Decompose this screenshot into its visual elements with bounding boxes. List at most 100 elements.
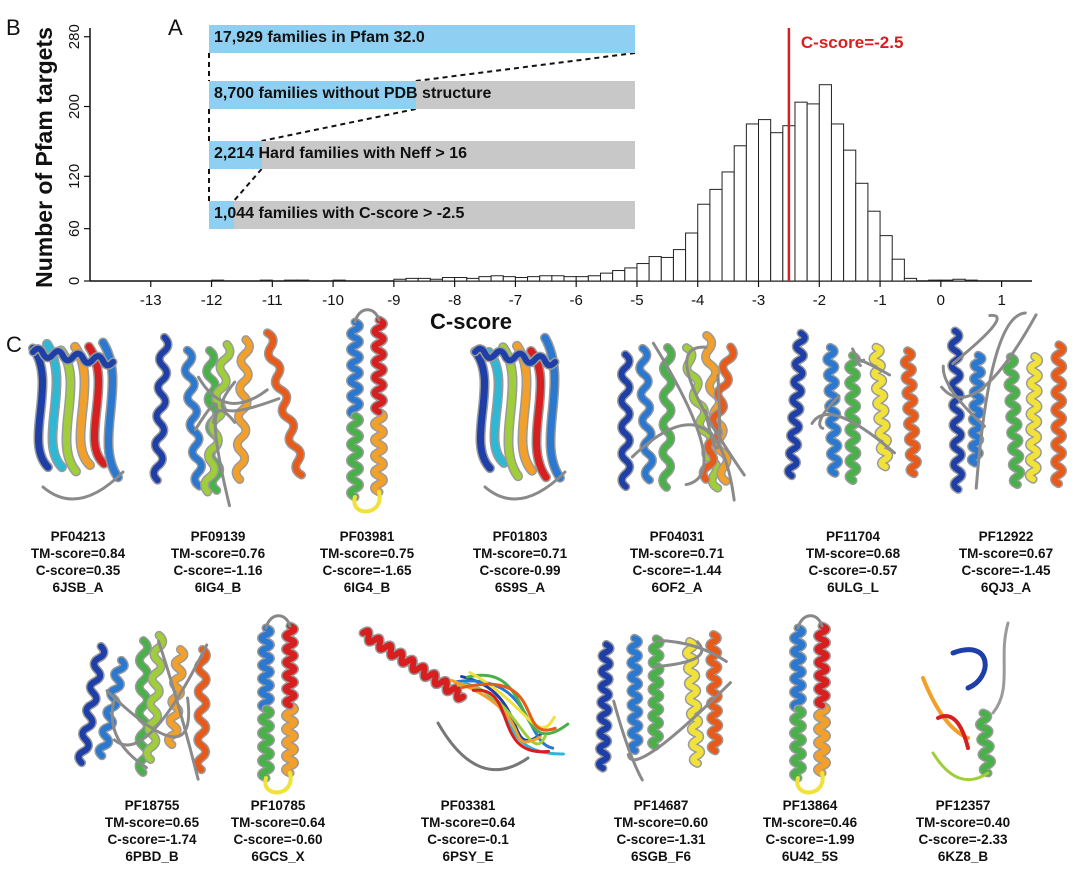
histogram-bar <box>867 210 881 282</box>
histogram-bar <box>830 123 845 282</box>
ribbon-segment <box>795 771 825 795</box>
ribbon-segment <box>347 413 363 500</box>
tm-score: TM-score=0.68 <box>805 546 901 561</box>
histogram-bar <box>478 276 492 282</box>
pdb-id: 6KZ8_B <box>937 849 989 864</box>
ribbon-segment <box>194 646 210 773</box>
ribbon-segment <box>30 345 116 369</box>
pfam-id: PF03381 <box>440 798 496 813</box>
pdb-id: 6SGB_F6 <box>630 849 692 864</box>
ribbon-segment <box>823 344 842 477</box>
histogram-bar <box>259 279 273 282</box>
histogram-bar <box>454 277 468 282</box>
histogram-bar <box>417 277 431 282</box>
pdb-id: 6U42_5S <box>781 849 839 864</box>
ribbon-segment <box>991 621 1010 715</box>
ribbon-segment <box>901 347 921 477</box>
protein-structure <box>257 614 299 795</box>
ribbon-segment <box>685 345 746 477</box>
y-tick-label: 120 <box>66 164 83 189</box>
pdb-id: 6QJ3_A <box>980 580 1032 595</box>
x-tick-label: -4 <box>691 292 704 309</box>
ribbon-segment <box>264 614 292 630</box>
threshold-label: C-score=-2.5 <box>801 33 904 52</box>
histogram-bar <box>672 249 687 282</box>
tm-score: TM-score=0.65 <box>104 815 200 830</box>
funnel-diagonal-connector <box>415 52 636 82</box>
protein-structure <box>921 621 1010 782</box>
histogram-bar <box>502 276 516 282</box>
histogram-bar <box>891 258 905 282</box>
ribbon-segment <box>41 470 125 501</box>
ribbon-segment <box>869 344 892 470</box>
protein-structure <box>346 308 388 514</box>
ribbon-segment <box>201 341 233 495</box>
tm-score: TM-score=0.46 <box>762 815 858 830</box>
c-score: C-score=-1.31 <box>616 832 706 847</box>
histogram-bar <box>903 277 918 282</box>
ribbon-segment <box>702 332 731 485</box>
histogram-bar <box>575 276 589 282</box>
ribbon-segment <box>436 721 530 772</box>
ribbon-segment <box>627 635 643 754</box>
ribbon-segment <box>449 678 542 744</box>
funnel-bar-fill <box>209 201 234 229</box>
protein-structure <box>74 630 211 781</box>
ribbon-segment <box>99 339 122 481</box>
pdb-id: 6IG4_B <box>343 580 391 595</box>
histogram-bar <box>405 277 419 282</box>
pdb-id: 6IG4_B <box>194 580 242 595</box>
pfam-id: PF12357 <box>935 798 991 813</box>
ribbon-segment <box>264 329 305 478</box>
histogram-bar <box>612 270 626 282</box>
y-tick-label: 280 <box>66 24 83 49</box>
histogram-bar <box>855 182 869 282</box>
ribbon-segment <box>626 681 732 762</box>
ribbon-segment <box>371 409 387 495</box>
histogram-bar <box>964 279 978 282</box>
ribbon-segment <box>150 334 172 484</box>
y-axis-label: Number of Pfam targets <box>31 27 57 288</box>
ribbon-segment <box>818 394 841 430</box>
ribbon-segment <box>541 334 564 482</box>
histogram-bar <box>587 275 602 282</box>
histogram-bar <box>745 123 760 282</box>
ribbon-segment <box>282 702 298 776</box>
ribbon-segment <box>1004 353 1024 488</box>
protein-structure <box>789 614 831 795</box>
x-tick-label: 1 <box>997 292 1005 309</box>
pfam-id: PF01803 <box>492 529 548 544</box>
ribbon-segment <box>936 714 970 750</box>
ribbon-segment <box>371 317 387 415</box>
x-tick-label: -12 <box>201 292 223 309</box>
x-tick-label: -11 <box>262 292 283 309</box>
histogram-bar <box>393 278 407 282</box>
tm-score: TM-score=0.67 <box>958 546 1054 561</box>
histogram-bar <box>794 101 808 282</box>
c-score: C-score=-0.57 <box>808 563 898 578</box>
pfam-id: PF13864 <box>782 798 838 813</box>
ribbon-segment <box>941 364 987 428</box>
c-score: C-score=-1.74 <box>107 832 197 847</box>
x-tick-label: -5 <box>630 292 643 309</box>
ribbon-segment <box>347 319 363 419</box>
ribbon-segment <box>845 352 860 484</box>
ribbon-segment <box>940 313 1038 399</box>
histogram-bar <box>697 203 711 282</box>
ribbon-segment <box>851 347 866 363</box>
ribbon-segment <box>29 344 52 471</box>
funnel-bar: 17,929 families in Pfam 32.0 <box>209 25 635 53</box>
funnel-bar: 8,700 families without PDB structure <box>209 81 635 109</box>
histogram-bar <box>770 132 784 282</box>
ribbon-segment <box>471 688 551 754</box>
histogram-bar <box>843 149 857 282</box>
ribbon-segment <box>1026 353 1042 483</box>
ribbon-segment <box>950 647 988 691</box>
ribbon-segment <box>360 627 466 702</box>
ribbon-segment <box>651 341 706 487</box>
c-score: C-score-0.99 <box>479 563 561 578</box>
